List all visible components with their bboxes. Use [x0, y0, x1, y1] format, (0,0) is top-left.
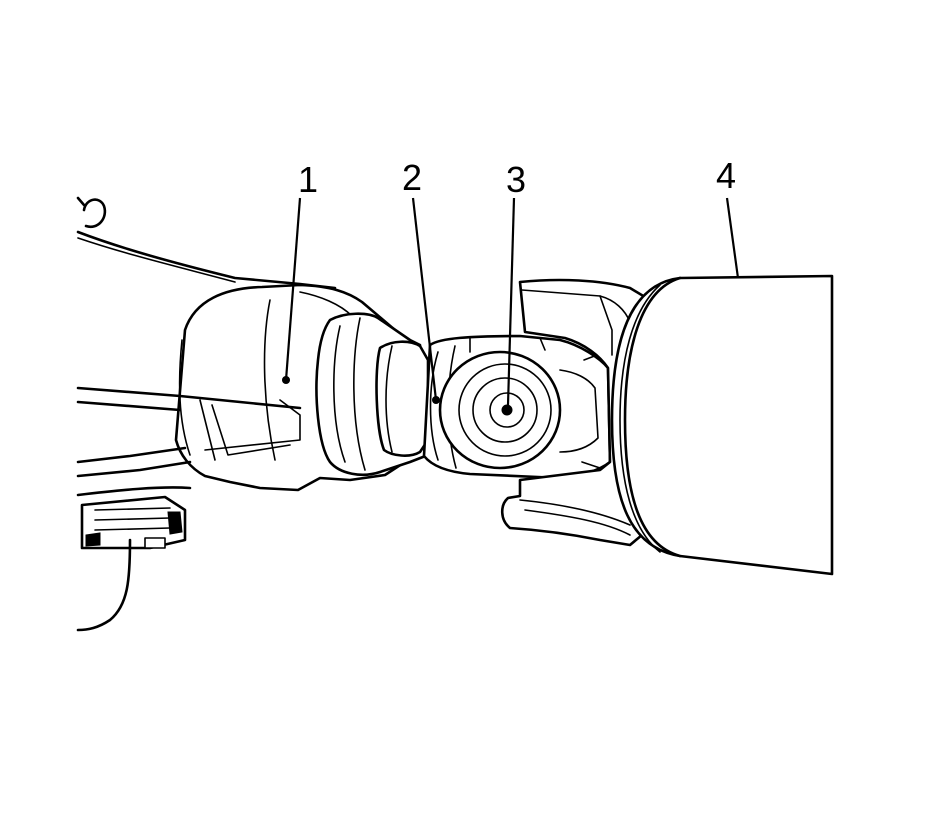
leader-line-3	[506, 197, 516, 406]
slip-yoke	[315, 312, 430, 476]
callout-4: 4	[716, 155, 736, 196]
leader-line-2	[411, 197, 438, 401]
callout-2: 2	[402, 157, 422, 198]
propeller-shaft	[500, 274, 834, 576]
leader-dot-2	[432, 396, 440, 404]
leader-line-4	[725, 197, 740, 279]
universal-joint	[422, 334, 612, 480]
callout-leaders	[282, 197, 740, 406]
leader-line-1	[284, 197, 302, 381]
leader-dot-1	[282, 376, 290, 384]
callout-3: 3	[506, 159, 526, 200]
callout-1: 1	[298, 159, 318, 200]
